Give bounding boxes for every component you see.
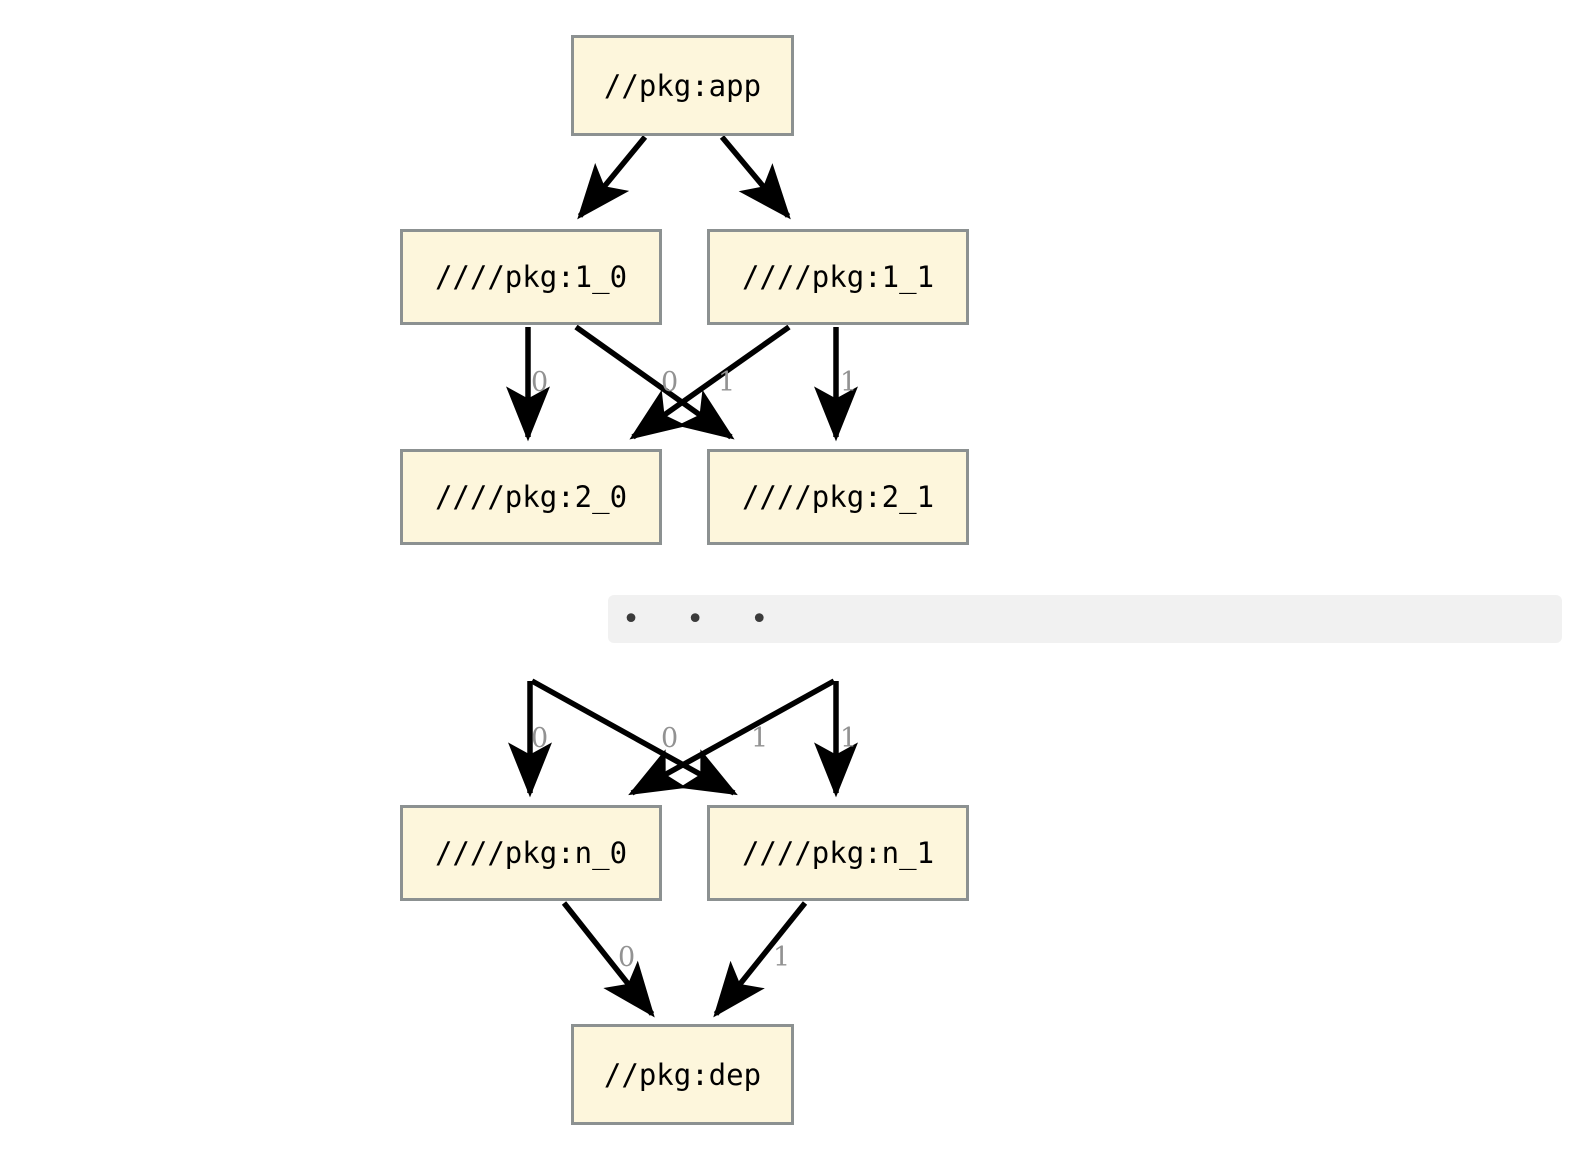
node-pkg-n_0[interactable]: ////pkg:n_0: [400, 805, 662, 901]
edge-label: 1: [751, 723, 769, 754]
edge-label: 0: [661, 723, 679, 754]
ellipsis-band: • • •: [608, 595, 1562, 643]
edge-1_0-to-2_1: [574, 324, 735, 440]
edge-n_1-to-dep: [713, 901, 808, 1018]
node-label: ////pkg:1_1: [741, 260, 935, 294]
node-pkg-1_1[interactable]: ////pkg:1_1: [707, 229, 969, 325]
node-label: ////pkg:2_1: [741, 480, 935, 514]
node-pkg-app[interactable]: //pkg:app: [571, 35, 794, 136]
ellipsis-dots: • • •: [622, 602, 783, 637]
edge-1_1-to-2_0: [629, 324, 791, 440]
node-pkg-dep[interactable]: //pkg:dep: [571, 1024, 794, 1125]
edge-label: 0: [531, 723, 549, 754]
node-label: ////pkg:2_0: [434, 480, 628, 514]
edge-label: 1: [840, 723, 858, 754]
node-label: //pkg:app: [603, 68, 762, 103]
edge-n_0-to-dep: [561, 901, 655, 1018]
edge-label: 1: [840, 367, 858, 398]
edge-label: 0: [531, 367, 549, 398]
edge-app-to-1_0: [577, 135, 648, 220]
node-label: ////pkg:n_0: [434, 836, 628, 870]
node-label: //pkg:dep: [603, 1057, 762, 1092]
node-pkg-2_1[interactable]: ////pkg:2_1: [707, 449, 969, 545]
edge-above-to-n_1-cross: [530, 678, 738, 796]
node-pkg-n_1[interactable]: ////pkg:n_1: [707, 805, 969, 901]
edge-above-to-n_0-cross: [628, 678, 836, 796]
edge-label: 1: [773, 942, 791, 973]
node-label: ////pkg:1_0: [434, 260, 628, 294]
edge-label: 0: [618, 942, 636, 973]
node-pkg-2_0[interactable]: ////pkg:2_0: [400, 449, 662, 545]
edge-app-to-1_1: [719, 135, 791, 220]
edge-label: 0: [661, 367, 679, 398]
node-pkg-1_0[interactable]: ////pkg:1_0: [400, 229, 662, 325]
edge-label: 1: [718, 367, 736, 398]
node-label: ////pkg:n_1: [741, 836, 935, 870]
